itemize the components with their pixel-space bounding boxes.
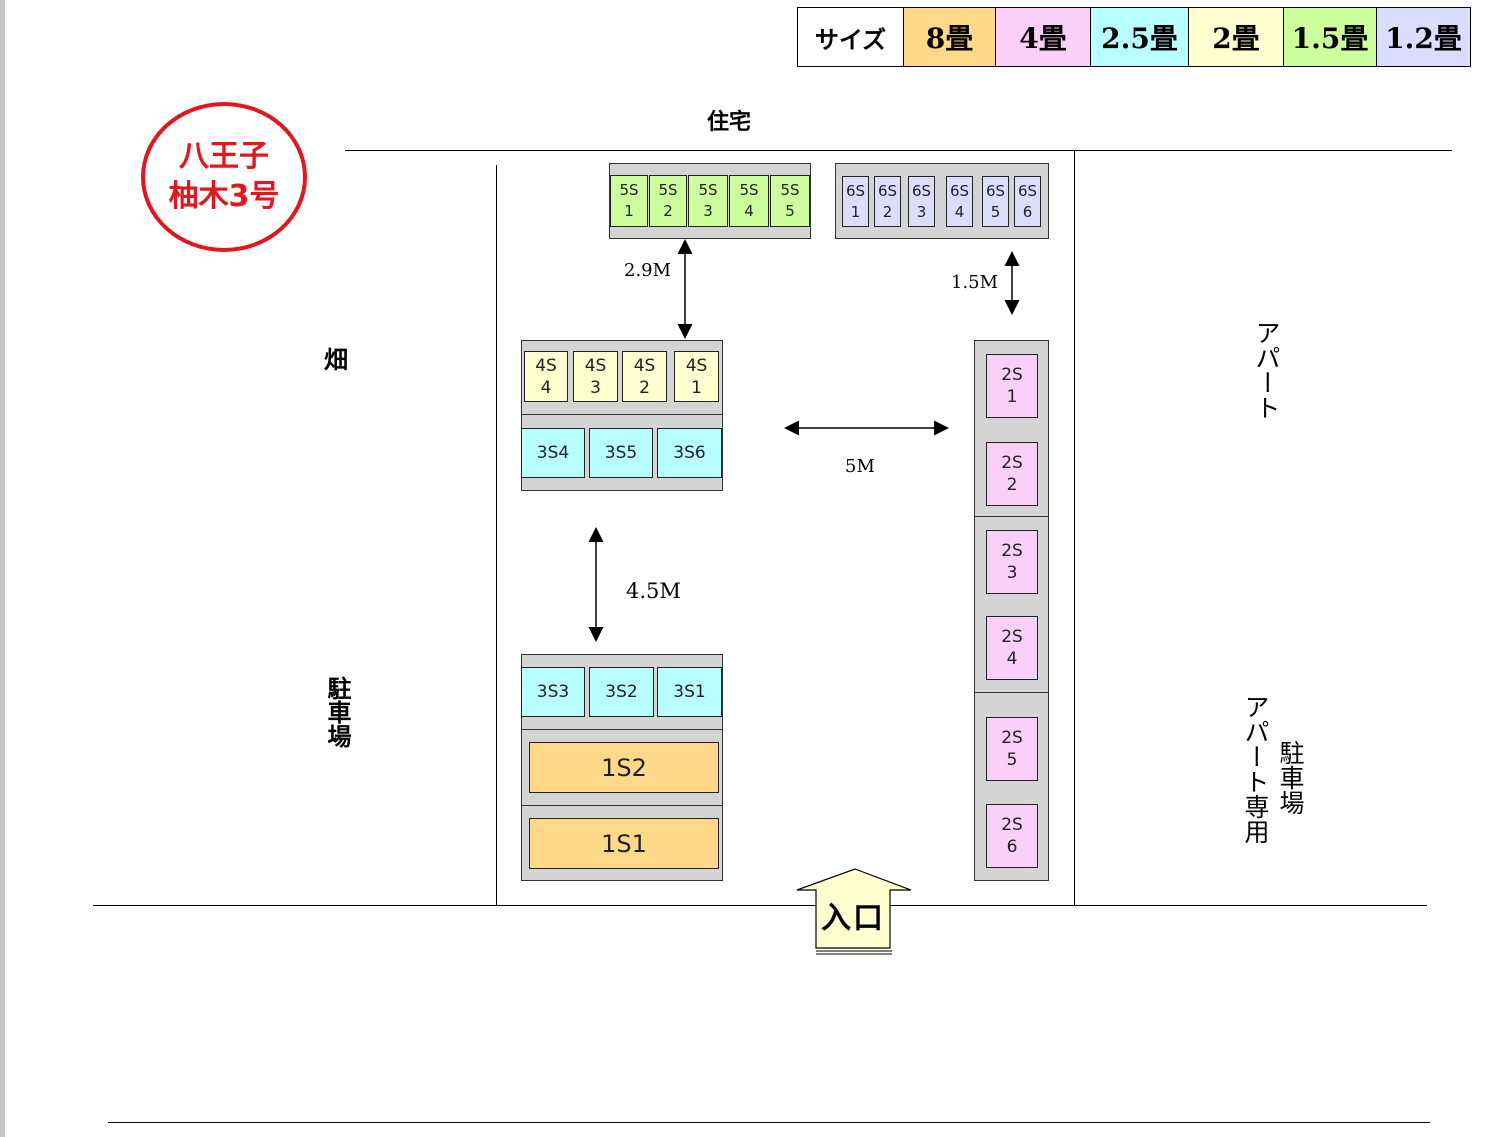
label-apartment-only: アパート専用 bbox=[1241, 694, 1270, 844]
block-2s-divider-1 bbox=[974, 516, 1049, 517]
unit-3s1[interactable]: 3S1 bbox=[657, 667, 722, 717]
location-badge: 八王子 柚木3号 bbox=[141, 102, 307, 252]
dim-4-5m: 4.5M bbox=[626, 579, 681, 603]
location-badge-line1: 八王子 bbox=[179, 139, 269, 174]
right-boundary-line bbox=[1074, 150, 1075, 906]
bottom-line bbox=[108, 1122, 1430, 1123]
dim-5m: 5M bbox=[845, 456, 875, 477]
unit-3s4[interactable]: 3S4 bbox=[521, 428, 585, 478]
label-housing: 住宅 bbox=[707, 110, 752, 135]
size-legend: サイズ 8畳 4畳 2.5畳 2畳 1.5畳 1.2畳 bbox=[797, 7, 1471, 67]
block-lower-divider-2 bbox=[521, 805, 723, 806]
label-apartment-parking: 駐車場 bbox=[1276, 740, 1305, 815]
label-parking: 駐車場 bbox=[323, 676, 351, 748]
unit-1s2[interactable]: 1S2 bbox=[529, 742, 719, 793]
block-lower-divider-1 bbox=[521, 729, 723, 730]
legend-4jo: 4畳 bbox=[996, 8, 1091, 66]
unit-1s1[interactable]: 1S1 bbox=[529, 818, 719, 869]
dim-2-9m: 2.9M bbox=[624, 260, 672, 281]
entrance-arrow bbox=[796, 868, 912, 949]
legend-1-2jo: 1.2畳 bbox=[1377, 8, 1470, 66]
left-boundary-line bbox=[496, 165, 497, 906]
page-left-edge bbox=[0, 0, 5, 1137]
unit-3s2[interactable]: 3S2 bbox=[589, 667, 654, 717]
legend-8jo: 8畳 bbox=[904, 8, 996, 66]
legend-1-5jo: 1.5畳 bbox=[1284, 8, 1377, 66]
unit-3s5[interactable]: 3S5 bbox=[589, 428, 653, 478]
legend-header: サイズ bbox=[798, 8, 904, 66]
unit-3s6[interactable]: 3S6 bbox=[657, 428, 722, 478]
unit-3s3[interactable]: 3S3 bbox=[521, 667, 585, 717]
block-2s bbox=[974, 340, 1049, 881]
block-4s-divider bbox=[521, 414, 723, 415]
dim-1-5m: 1.5M bbox=[951, 272, 999, 293]
road-line bbox=[93, 905, 1427, 906]
block-2s-divider-2 bbox=[974, 692, 1049, 693]
label-field: 畑 bbox=[324, 346, 348, 374]
location-badge-line2: 柚木3号 bbox=[168, 179, 280, 214]
block-6s bbox=[835, 163, 1049, 239]
legend-2jo: 2畳 bbox=[1189, 8, 1284, 66]
legend-2-5jo: 2.5畳 bbox=[1091, 8, 1189, 66]
top-boundary-line bbox=[345, 150, 1452, 151]
entrance-label: 入口 bbox=[821, 901, 885, 936]
label-apartment: アパート bbox=[1252, 320, 1281, 420]
